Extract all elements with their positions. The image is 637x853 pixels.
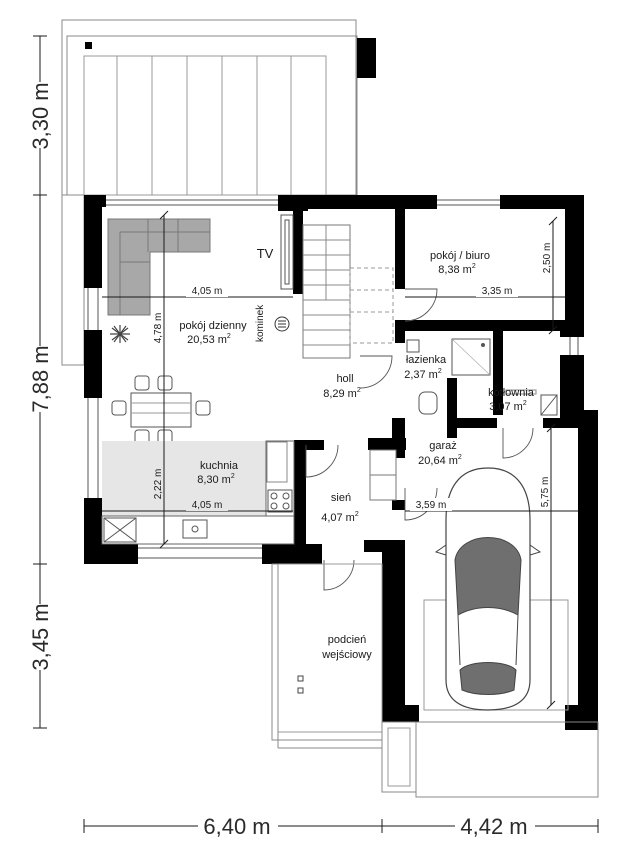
doors (305, 288, 534, 591)
kitchen-area (101, 440, 295, 545)
living-room-area: 20,53 m2 (187, 333, 231, 346)
fireplace-label: kominek (255, 304, 266, 342)
office-name: pokój / biuro (430, 250, 490, 262)
office-area: 8,38 m2 (438, 263, 476, 276)
porch (271, 563, 599, 798)
inner-dimension-labels: 4,05 m 4,78 m 3,35 m 2,50 m 4,05 m 2,22 … (153, 243, 553, 511)
bottom-left-dimension: 6,40 m (203, 814, 270, 839)
garage-area: 20,64 m2 (418, 454, 462, 467)
kitchen-width-label: 4,05 m (192, 500, 223, 511)
living-width-label: 4,05 m (192, 286, 223, 297)
car-icon (423, 467, 569, 711)
terrace (61, 19, 358, 366)
bathroom-name: łazienka (406, 354, 447, 366)
tv-unit (280, 214, 294, 290)
kitchen-name: kuchnia (200, 460, 239, 472)
walls (84, 38, 598, 730)
office-width-label: 3,35 m (482, 286, 513, 297)
plant-icon (110, 325, 130, 343)
garage-depth-label: 5,75 m (540, 477, 551, 508)
bathroom-area: 2,37 m2 (404, 368, 442, 381)
kitchen-depth-label: 2,22 m (153, 469, 164, 500)
vestibule-name: sień (331, 492, 351, 504)
windows (87, 199, 579, 559)
hall-area: 8,29 m2 (323, 387, 361, 400)
bathroom-fixtures (369, 338, 558, 501)
living-room-name: pokój dzienny (179, 320, 247, 332)
kitchen-area: 8,30 m2 (197, 473, 235, 486)
vestibule-area: 4,07 m2 (321, 511, 359, 524)
living-room-furniture (107, 214, 294, 445)
left-middle-dimension: 7,88 m (28, 345, 53, 412)
left-bottom-dimension: 3,45 m (28, 603, 53, 670)
garage-width-label: 3,59 m (416, 500, 447, 511)
sofa (107, 218, 211, 316)
staircase (302, 224, 394, 359)
sink-icon (182, 519, 208, 539)
left-top-dimension: 3,30 m (28, 82, 53, 149)
bottom-right-dimension: 4,42 m (460, 814, 527, 839)
porch-name-line2: wejściowy (321, 649, 372, 661)
toilet-icon (418, 391, 438, 415)
porch-name-line1: podcień (328, 634, 367, 646)
office-depth-label: 2,50 m (542, 243, 553, 274)
tv-label: TV (257, 246, 274, 261)
outer-dimension-labels: 3,30 m 7,88 m 3,45 m 6,40 m 4,42 m (28, 82, 528, 839)
living-depth-label: 4,78 m (153, 313, 164, 344)
hall-name: holl (336, 373, 353, 385)
room-labels: pokój dzienny 20,53 m2 pokój / biuro 8,3… (179, 246, 534, 661)
boiler-room-name: kotłownia (488, 387, 535, 399)
dining-table (111, 375, 211, 445)
garage-name: garaż (429, 440, 457, 452)
hob-icon (267, 489, 293, 513)
boiler-room-area: 3,07 m2 (489, 400, 527, 413)
outer-dimension-lines (33, 35, 599, 833)
